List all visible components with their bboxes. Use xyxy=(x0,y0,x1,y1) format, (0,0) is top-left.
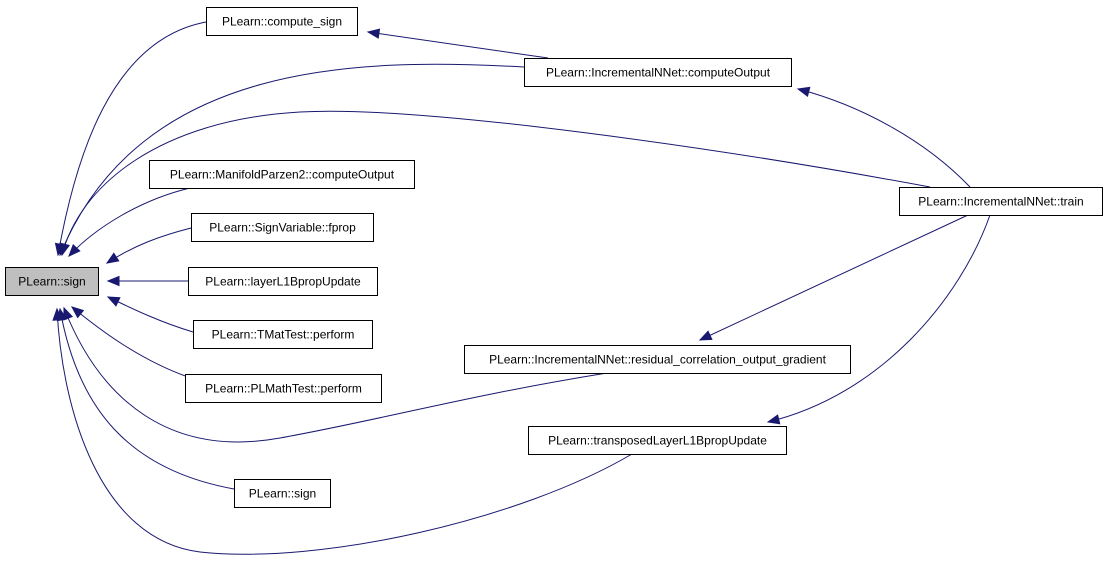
arrowhead xyxy=(63,306,74,321)
node-label: PLearn::SignVariable::fprop xyxy=(209,221,356,235)
edges-layer xyxy=(52,21,991,555)
node-inn_residual[interactable]: PLearn::IncrementalNNet::residual_correl… xyxy=(464,345,851,374)
edge-line xyxy=(71,306,189,378)
edge-inn_residual-to-sign_root xyxy=(63,306,608,443)
edge-inn_computeOutput-to-compute_sign xyxy=(366,28,549,59)
edge-line xyxy=(106,227,192,264)
edge-inn_train-to-inn_computeOutput xyxy=(796,86,971,188)
arrowhead xyxy=(105,252,120,264)
node-box[interactable] xyxy=(524,58,792,87)
arrowhead xyxy=(698,330,713,341)
edge-line xyxy=(56,308,633,555)
node-label: PLearn::IncrementalNNet::computeOutput xyxy=(546,66,771,80)
edge-line xyxy=(57,21,207,256)
node-label: PLearn::PLMathTest::perform xyxy=(205,382,362,396)
node-label: PLearn::layerL1BpropUpdate xyxy=(205,275,361,289)
node-sign2[interactable]: PLearn::sign xyxy=(234,479,331,508)
arrowhead xyxy=(56,307,68,322)
node-box[interactable] xyxy=(185,374,382,403)
edge-line xyxy=(767,214,991,423)
node-mp2_computeOutput[interactable]: PLearn::ManifoldParzen2::computeOutput xyxy=(149,160,415,189)
edge-line xyxy=(107,296,194,333)
node-box[interactable] xyxy=(899,187,1103,216)
node-label: PLearn::IncrementalNNet::residual_correl… xyxy=(489,353,827,367)
edge-tmattest-to-sign_root xyxy=(106,296,194,333)
node-transposedL1[interactable]: PLearn::transposedLayerL1BpropUpdate xyxy=(528,426,787,455)
edge-signvar_fprop-to-sign_root xyxy=(105,227,192,264)
edge-sign2-to-sign_root xyxy=(56,307,235,490)
node-box[interactable] xyxy=(206,7,358,36)
arrowhead xyxy=(106,296,121,307)
nodes-layer: PLearn::sign PLearn::compute_signPLearn::… xyxy=(5,7,1103,508)
node-compute_sign[interactable]: PLearn::compute_sign xyxy=(206,7,358,36)
arrowhead xyxy=(59,242,70,257)
node-label: PLearn::transposedLayerL1BpropUpdate xyxy=(548,434,767,448)
edge-line xyxy=(68,187,191,257)
node-box[interactable] xyxy=(234,479,331,508)
edge-line xyxy=(59,308,235,490)
node-inn_train[interactable]: PLearn::IncrementalNNet::train xyxy=(899,187,1103,216)
node-layerL1[interactable]: PLearn::layerL1BpropUpdate xyxy=(188,267,378,296)
node-box[interactable] xyxy=(5,267,99,296)
node-box[interactable] xyxy=(191,213,374,242)
arrowhead xyxy=(366,28,381,39)
arrowhead xyxy=(766,414,781,425)
edge-inn_train-to-transposedL1 xyxy=(766,214,991,425)
node-label: PLearn::ManifoldParzen2::computeOutput xyxy=(170,168,395,182)
node-label: PLearn::sign xyxy=(18,275,85,289)
arrowhead xyxy=(106,275,120,287)
edge-line xyxy=(61,110,931,256)
edge-compute_sign-to-sign_root xyxy=(54,21,207,257)
edge-layerL1-to-sign_root xyxy=(106,275,188,287)
node-box[interactable] xyxy=(188,267,378,296)
node-tmattest[interactable]: PLearn::TMatTest::perform xyxy=(193,320,373,349)
node-box[interactable] xyxy=(528,426,787,455)
edge-line xyxy=(59,63,525,256)
arrowhead xyxy=(68,244,81,257)
edge-line xyxy=(699,214,969,341)
node-signvar_fprop[interactable]: PLearn::SignVariable::fprop xyxy=(191,213,374,242)
node-plmathtest[interactable]: PLearn::PLMathTest::perform xyxy=(185,374,382,403)
edge-inn_train-to-inn_residual xyxy=(698,214,969,341)
node-sign_root[interactable]: PLearn::sign xyxy=(5,267,99,296)
node-box[interactable] xyxy=(149,160,415,189)
node-label: PLearn::sign xyxy=(249,487,316,501)
node-label: PLearn::IncrementalNNet::train xyxy=(918,195,1083,209)
edge-line xyxy=(797,88,971,188)
arrowhead xyxy=(70,306,85,319)
node-label: PLearn::compute_sign xyxy=(222,15,342,29)
arrowhead xyxy=(796,86,811,97)
node-inn_computeOutput[interactable]: PLearn::IncrementalNNet::computeOutput xyxy=(524,58,792,87)
node-label: PLearn::TMatTest::perform xyxy=(212,328,355,342)
edge-inn_train-to-sign_root xyxy=(59,110,931,257)
edge-line xyxy=(367,31,549,59)
node-box[interactable] xyxy=(464,345,851,374)
node-box[interactable] xyxy=(193,320,373,349)
edge-mp2_computeOutput-to-sign_root xyxy=(68,187,191,257)
edge-line xyxy=(63,307,608,443)
edge-plmathtest-to-sign_root xyxy=(70,306,189,378)
